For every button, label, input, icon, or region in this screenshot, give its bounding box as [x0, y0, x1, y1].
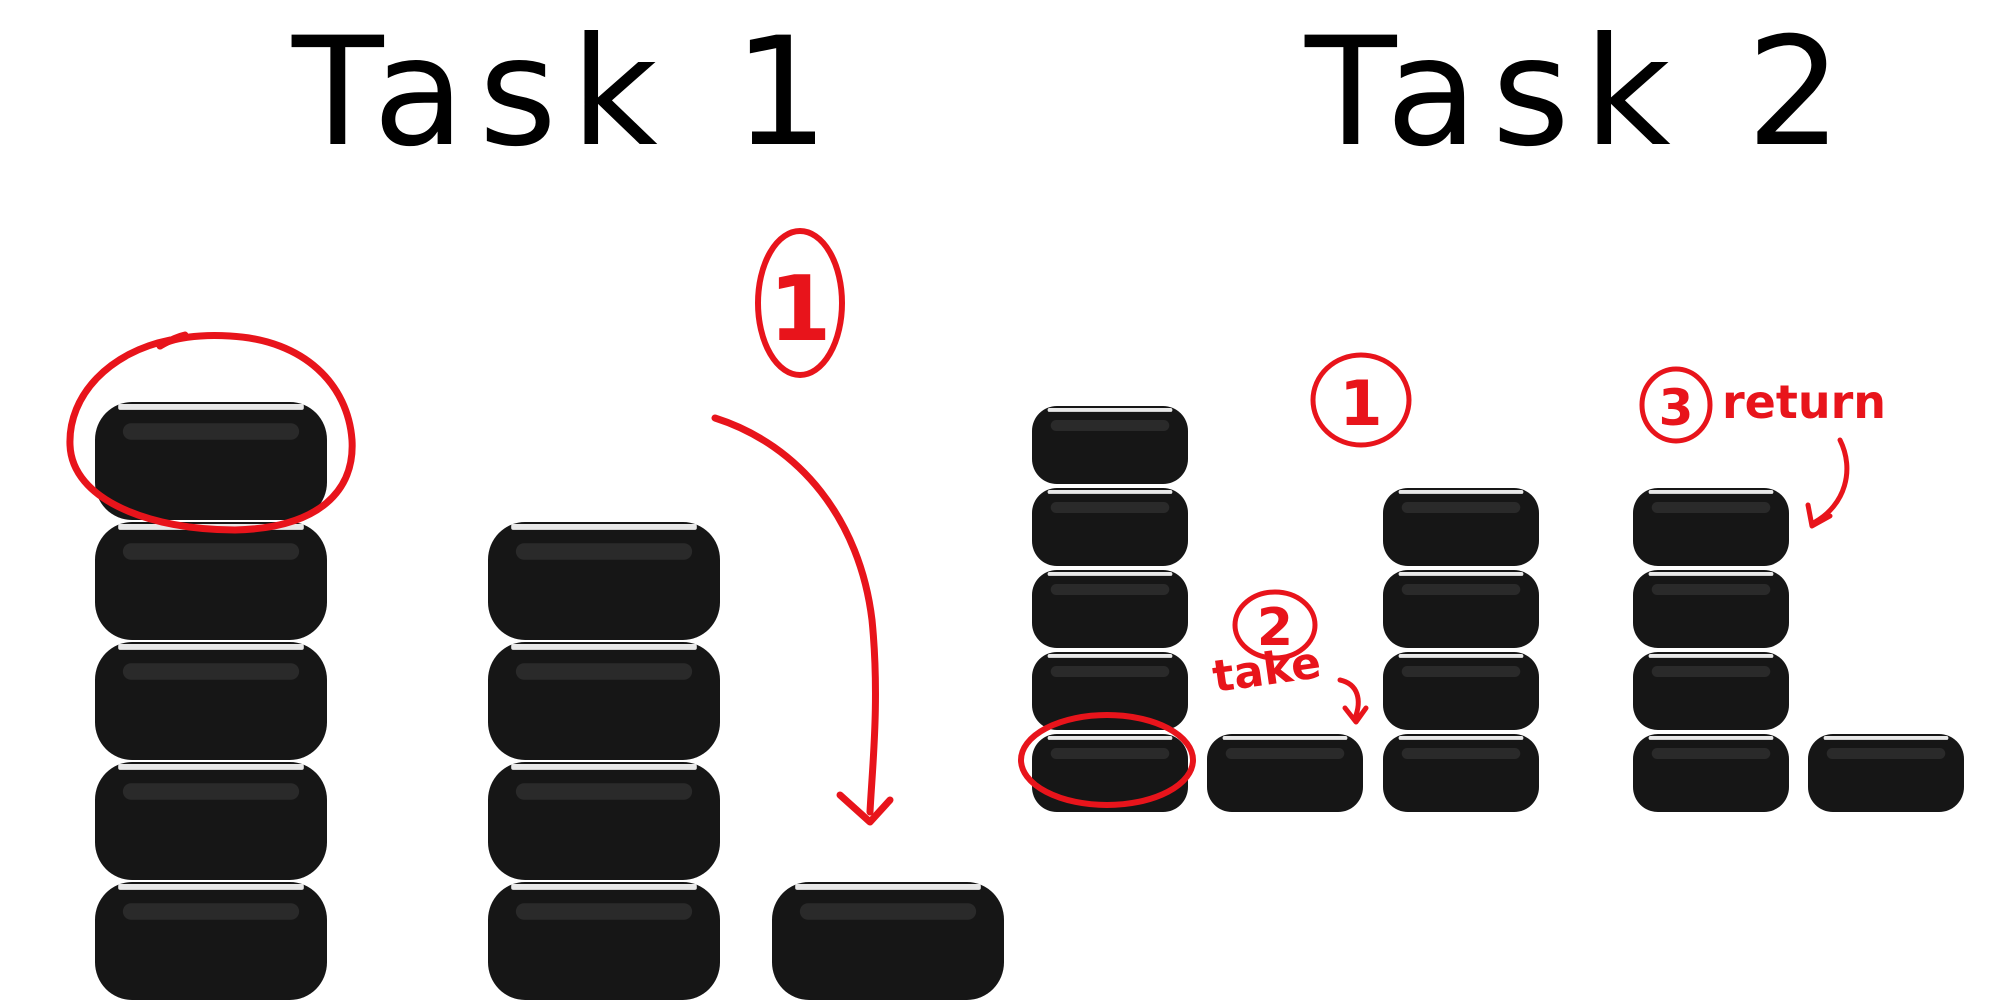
task2-stack-1-tire [1032, 734, 1188, 812]
task1-stack-1-tire [95, 402, 327, 520]
task1-stack-1-tire [95, 522, 327, 640]
task1-stack-2-tire [488, 882, 720, 1000]
task1-stack-1-tire [95, 762, 327, 880]
task1-stack-2-tire [488, 522, 720, 640]
task1-stack-1-tire [95, 642, 327, 760]
task-2-step-3-circle [1639, 366, 1713, 444]
task-2-step-2-number: 2 [1257, 598, 1293, 658]
task2-stack-4-tire [1633, 570, 1789, 648]
task2-stack-3-tire [1383, 570, 1539, 648]
task-1-title: Task 1 [292, 6, 843, 180]
task2-stack-1-tire [1032, 570, 1188, 648]
task-2-return-arrow [1805, 437, 1850, 529]
task2-stack-4-tire [1633, 652, 1789, 730]
tire-stacks [95, 402, 1964, 1000]
task2-stack-3-tire [1383, 652, 1539, 730]
task-2-take-arrow [1337, 677, 1369, 725]
task-2-title: Task 2 [1305, 6, 1856, 180]
task-2-step-3-number: 3 [1659, 379, 1694, 437]
task2-stack-2-tire [1207, 734, 1363, 812]
task-2-step-1-circle [1310, 352, 1412, 448]
task2-stack-1-tire [1032, 406, 1188, 484]
task-2-selection-circle [1018, 712, 1196, 808]
task2-stack-4-tire [1633, 734, 1789, 812]
task-1-selection-circle [66, 332, 356, 534]
task-1-arrowhead [836, 791, 894, 826]
task-2-step-2-circle [1232, 589, 1318, 661]
task1-stack-3-tire [772, 882, 1004, 1000]
task1-stack-1-tire [95, 882, 327, 1000]
task2-stack-3-tire [1383, 734, 1539, 812]
task2-stack-3-tire [1383, 488, 1539, 566]
task-1-circle-tail [156, 331, 189, 350]
task1-stack-2-tire [488, 762, 720, 880]
task2-stack-1-tire [1032, 652, 1188, 730]
task-1-step-circle [755, 228, 845, 378]
task2-stack-5-tire [1808, 734, 1964, 812]
task-1-move-arrow [711, 414, 879, 816]
task-2-take-label: take [1209, 637, 1324, 703]
task-1-step-number: 1 [769, 257, 832, 362]
task2-stack-4-tire [1633, 488, 1789, 566]
task-2-step-1-number: 1 [1339, 367, 1382, 440]
task-2-return-label: return [1722, 375, 1886, 429]
task2-stack-1-tire [1032, 488, 1188, 566]
task1-stack-2-tire [488, 642, 720, 760]
task-1-annotations: 1 [66, 228, 894, 826]
